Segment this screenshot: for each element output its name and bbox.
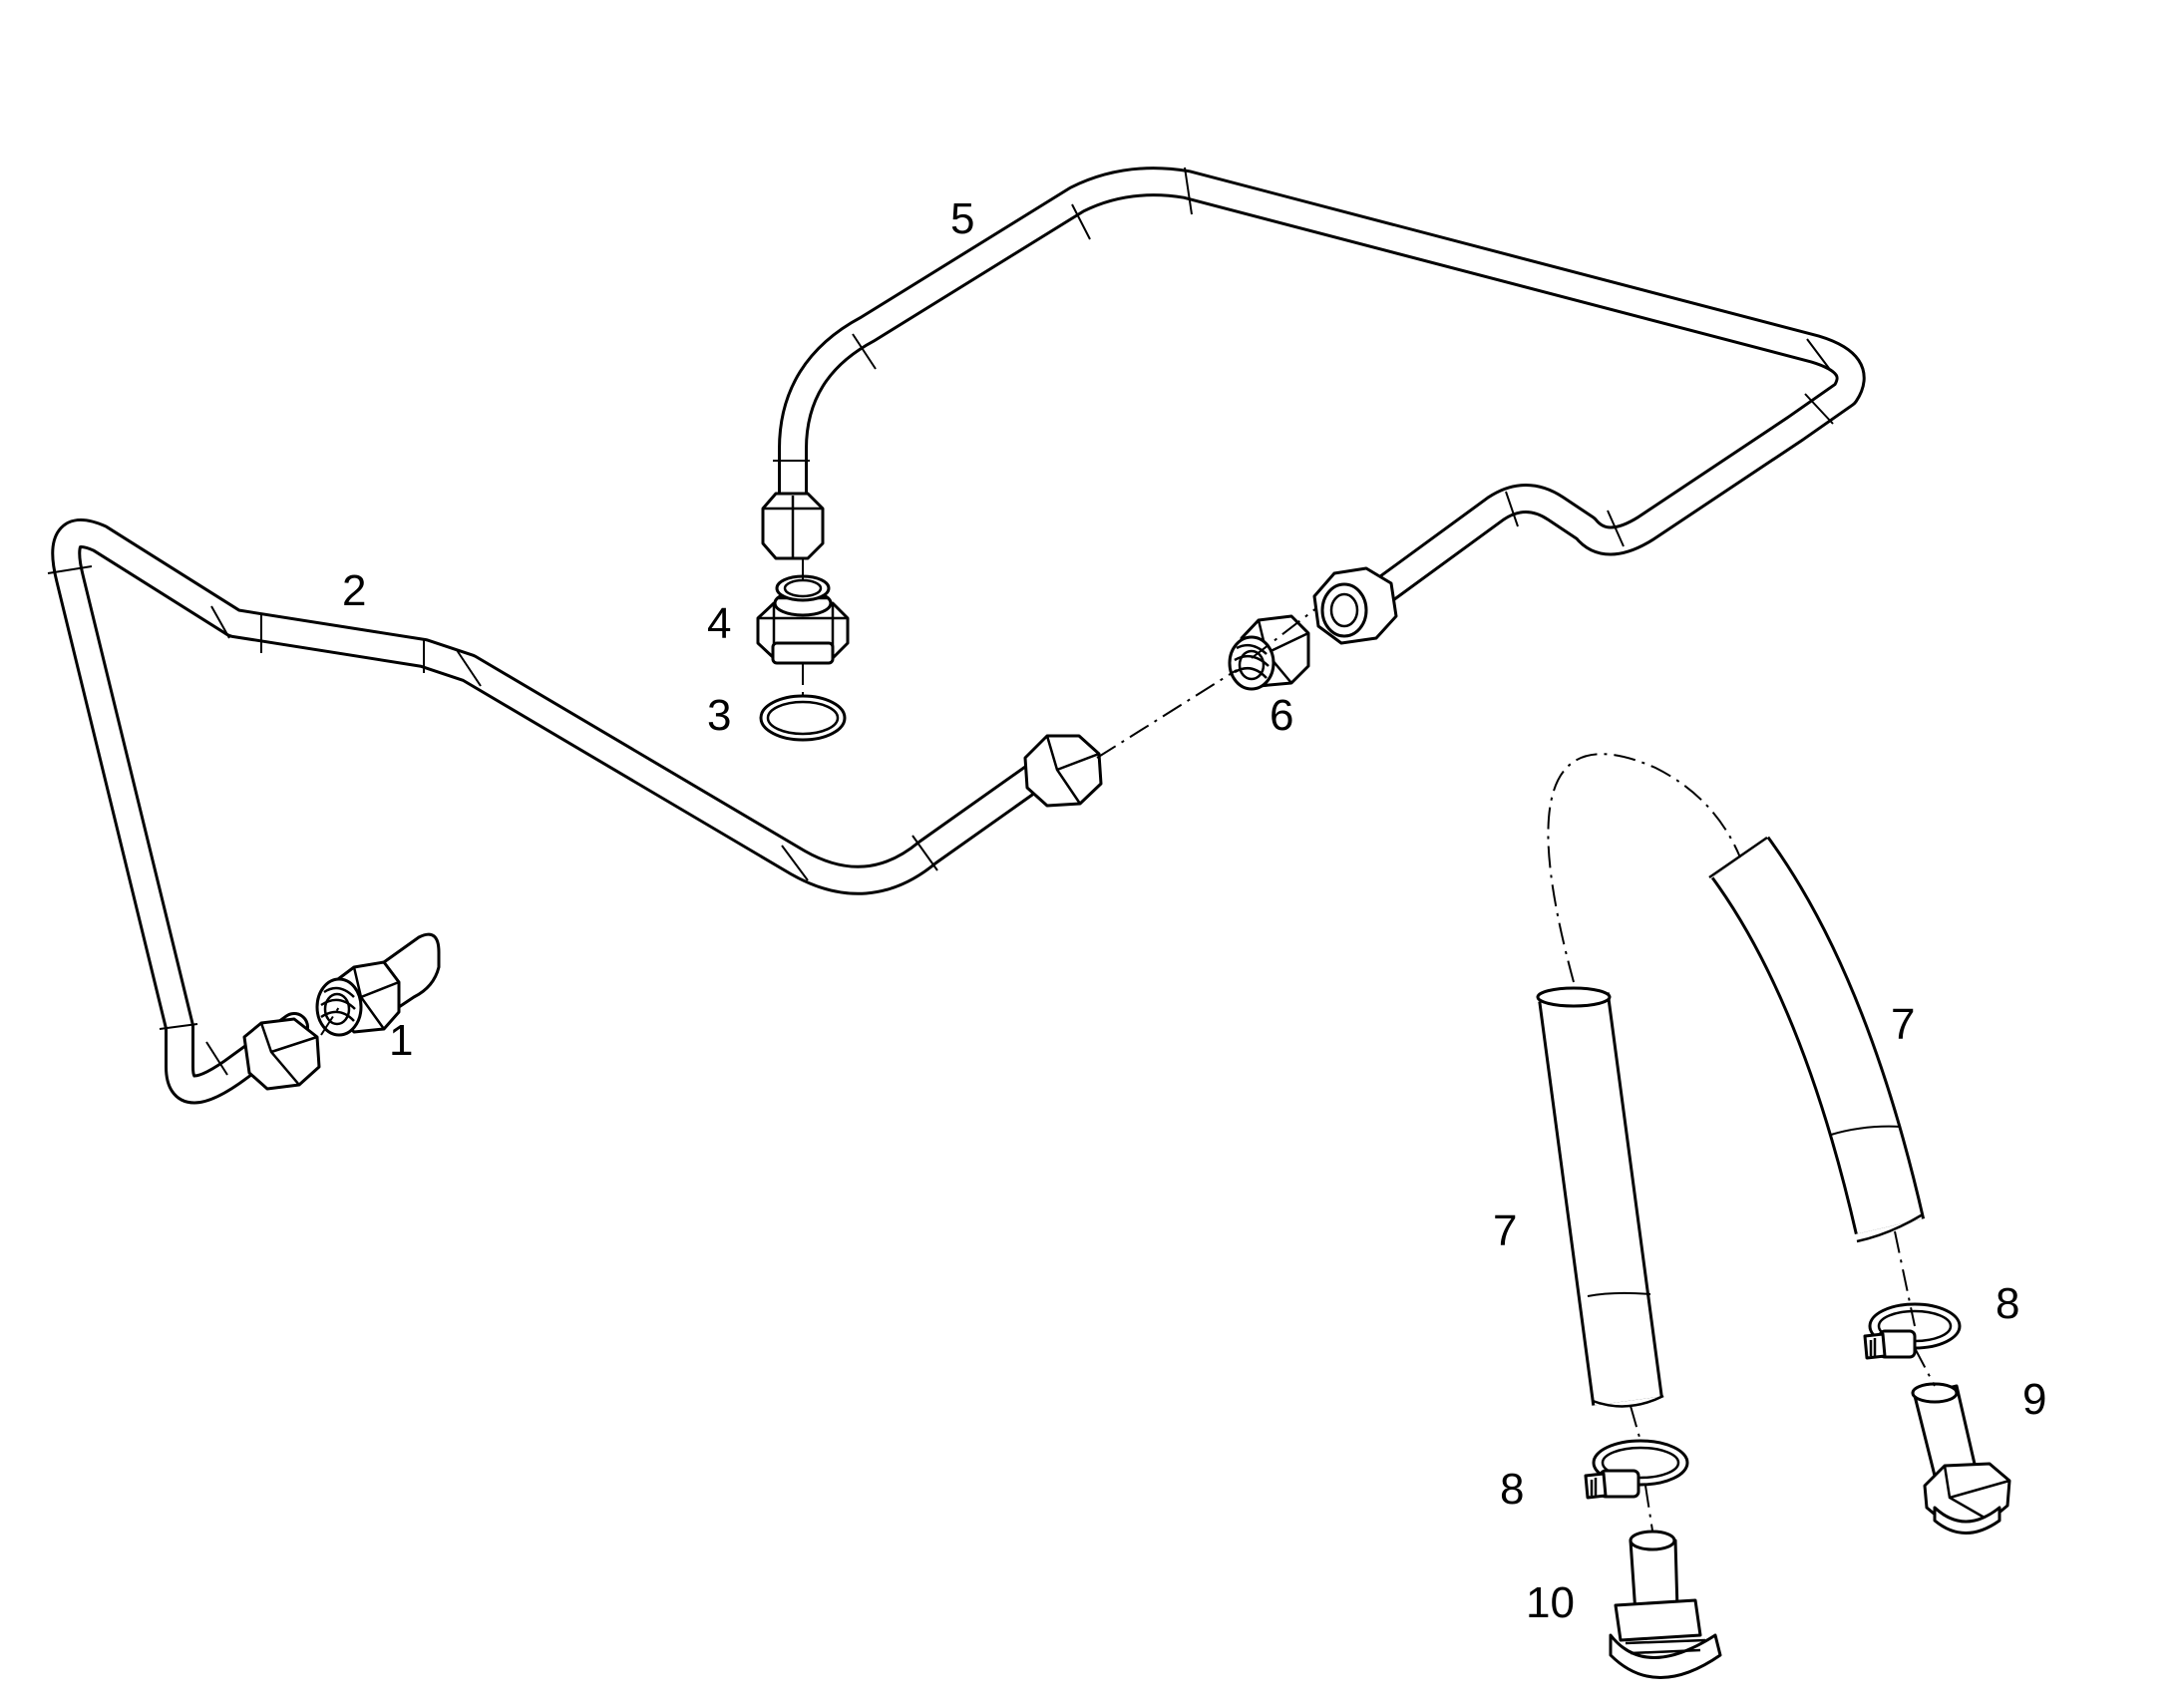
clamp-8-left <box>1584 1439 1689 1500</box>
fitting-9 <box>1911 1382 2011 1535</box>
fitting-1 <box>315 932 441 1037</box>
hose-7-left <box>1536 986 1664 1408</box>
fitting-10 <box>1609 1530 1722 1679</box>
pipe-5 <box>761 167 1866 645</box>
pipe-2 <box>47 518 1103 1105</box>
pipe-2-end-nut-right <box>1023 734 1103 808</box>
callout-6: 6 <box>1270 691 1293 740</box>
callout-1: 1 <box>389 1016 413 1065</box>
hose-7-right <box>1708 836 1926 1243</box>
center-lines <box>320 558 1936 1532</box>
callout-4: 4 <box>707 599 731 648</box>
callout-9: 9 <box>2022 1375 2046 1424</box>
o-ring-3 <box>759 694 847 742</box>
callout-7-right: 7 <box>1891 1000 1915 1049</box>
fitting-6 <box>1228 614 1310 691</box>
pipe-5-end-nut <box>761 492 825 560</box>
callout-2: 2 <box>342 566 366 615</box>
fitting-4 <box>756 574 850 665</box>
pipe-2-end-nut-left <box>242 1017 321 1091</box>
callout-3: 3 <box>707 691 731 740</box>
callout-8-right: 8 <box>1996 1279 2019 1328</box>
callout-7-left: 7 <box>1493 1206 1517 1255</box>
callout-10: 10 <box>1526 1578 1575 1627</box>
pipe-5-end-nut-right <box>1312 566 1398 645</box>
callout-5: 5 <box>950 194 974 243</box>
callout-8-left: 8 <box>1500 1465 1524 1514</box>
